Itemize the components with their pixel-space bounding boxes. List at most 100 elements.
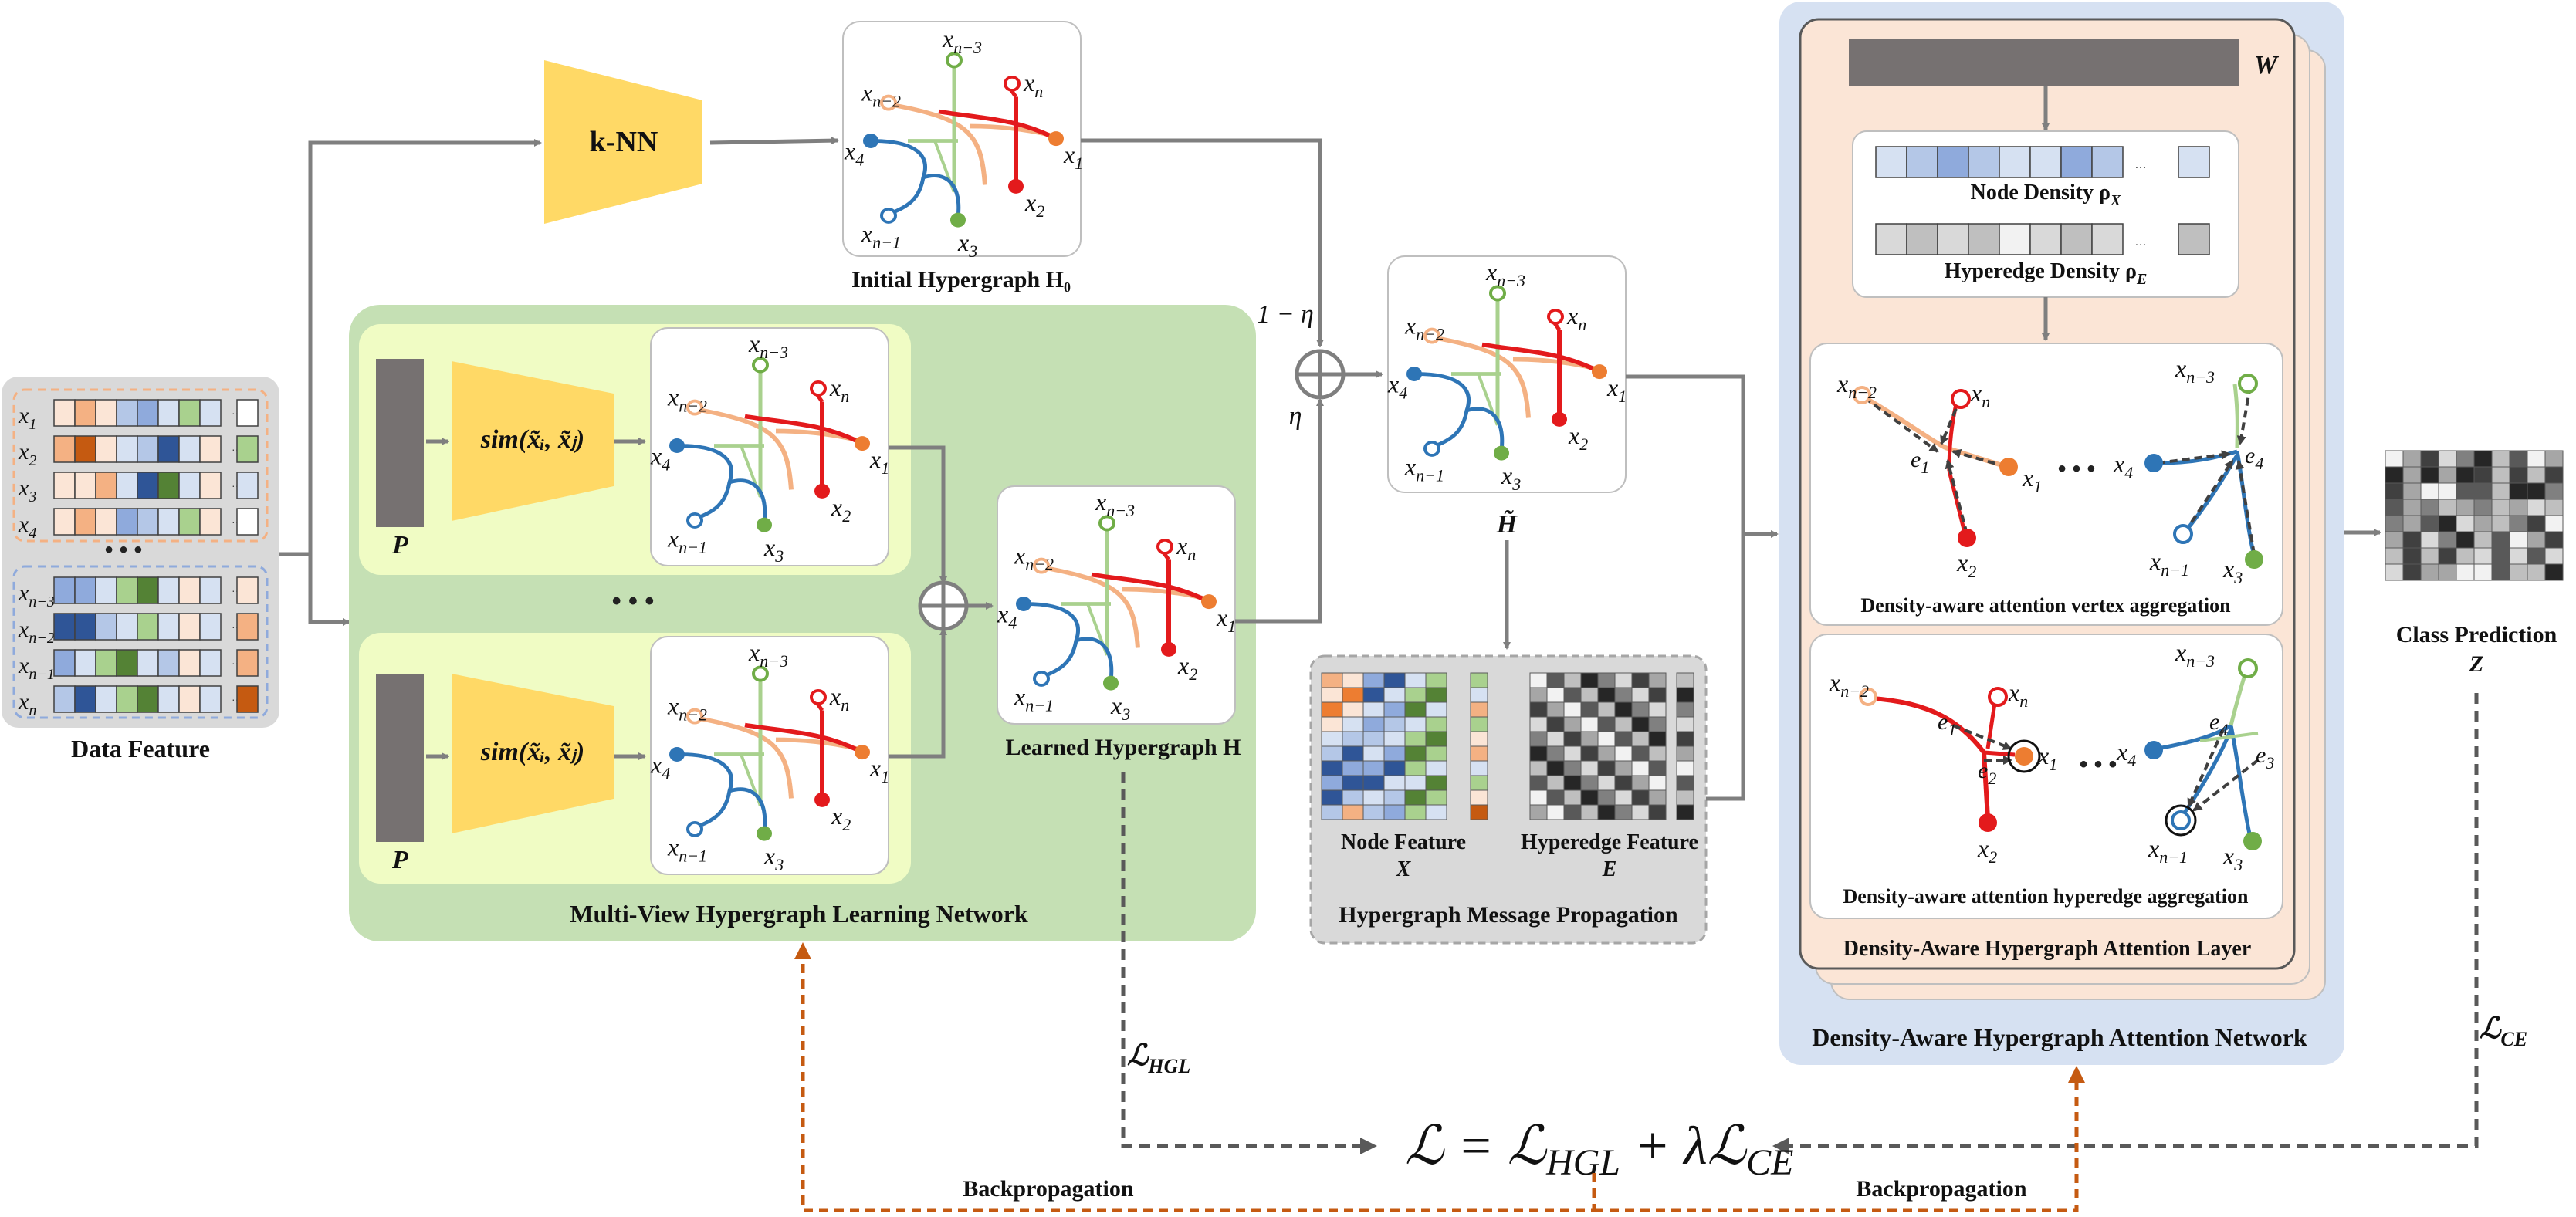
hyperedge-feature-cell xyxy=(1580,716,1599,732)
data-cell xyxy=(137,399,159,427)
hyperedge-agg-ellipsis: • • • xyxy=(2080,752,2117,777)
node-feature-cell xyxy=(1362,731,1385,747)
hyperedge-feature-cell xyxy=(1648,775,1667,791)
data-feature-panel: x1··x2··x3··x4··xn−3··xn−2··xn−1··xn·· •… xyxy=(2,377,279,762)
hyperedge-feature-cell xyxy=(1648,687,1667,703)
hyperedge-feature-cell xyxy=(1529,731,1548,747)
class-pred-cell xyxy=(2509,547,2528,565)
data-cell xyxy=(74,508,96,536)
hyperedge-feature-cell xyxy=(1563,731,1582,747)
hyperedge-feature-cell xyxy=(1580,672,1599,688)
node-density-sub: X xyxy=(2110,192,2121,209)
data-cell xyxy=(74,685,96,713)
svg-text:…: … xyxy=(2134,158,2147,171)
sim-label-1: sim(x̃ᵢ, x̃ⱼ) xyxy=(480,425,584,454)
node-label-x3: x3 xyxy=(763,533,784,566)
h-tilde-label: H̃ xyxy=(1496,510,1518,539)
hyperedge-feature-cell xyxy=(1580,701,1599,718)
data-cell xyxy=(157,435,180,463)
class-pred-cell xyxy=(2402,531,2422,549)
svg-text:··: ·· xyxy=(232,407,239,419)
svg-text:··: ·· xyxy=(232,584,239,597)
data-cell xyxy=(157,508,180,536)
class-pred-cell xyxy=(2385,466,2404,484)
class-pred-cell xyxy=(2491,482,2510,500)
node-feature-cell xyxy=(1321,672,1343,688)
class-pred-cell xyxy=(2544,499,2564,516)
p-label-2: P xyxy=(391,846,408,874)
class-pred-cell xyxy=(2385,563,2404,581)
class-pred-cell xyxy=(2385,531,2404,549)
hyperedge-feature-cell xyxy=(1676,775,1694,791)
class-pred-cell xyxy=(2544,450,2564,468)
data-cell xyxy=(95,576,117,604)
hyperedge-feature-cell xyxy=(1580,775,1599,791)
data-cell xyxy=(116,649,138,677)
hyperedge-feature-cell xyxy=(1631,731,1650,747)
node-feature-cell xyxy=(1342,760,1364,776)
node-feature-cell xyxy=(1470,716,1488,732)
hyperedge-feature-cell xyxy=(1546,775,1565,791)
class-pred-cell xyxy=(2438,499,2457,516)
node-feature-cell xyxy=(1425,687,1447,703)
class-pred-cell xyxy=(2527,547,2546,565)
hyperedge-feature-cell xyxy=(1614,804,1633,820)
data-feature-label: Data Feature xyxy=(71,735,210,762)
hyperedge-feature-cell xyxy=(1676,701,1694,718)
data-cell xyxy=(116,576,138,604)
node-feature-cell xyxy=(1383,672,1406,688)
hyperedge-feature-cell xyxy=(1529,789,1548,806)
data-cell xyxy=(157,576,180,604)
arrow-h-to-sum xyxy=(1235,398,1324,624)
class-pred-cell xyxy=(2509,531,2528,549)
data-cell xyxy=(157,613,180,641)
hyperedge-feature-cell xyxy=(1563,701,1582,718)
node-label-xn: xn xyxy=(1023,69,1043,101)
node-feature-cell xyxy=(1321,745,1343,762)
hyperedge-agg-right: x4 xn−1 x3 xn−3 e4 e3 xyxy=(2116,638,2274,874)
hyperedge-feature-cell xyxy=(1563,760,1582,776)
hyperedge-feature-cell xyxy=(1563,775,1582,791)
node-label-xn3: xn−3 xyxy=(748,638,788,671)
class-pred-cell xyxy=(2544,466,2564,484)
class-pred-cell xyxy=(2456,466,2475,484)
class-pred-cell xyxy=(2473,499,2493,516)
hyperedge-feature-cell xyxy=(1563,716,1582,732)
hyperedge-feature-cell xyxy=(1580,804,1599,820)
class-pred-cell xyxy=(2385,499,2404,516)
node-feature-cell xyxy=(1321,701,1343,718)
class-pred-cell xyxy=(2491,466,2510,484)
hyperedge-feature-cell xyxy=(1648,731,1667,747)
vertex-agg-label: Density-aware attention vertex aggregati… xyxy=(1860,594,2231,617)
data-cell xyxy=(199,685,222,713)
class-pred-cell xyxy=(2473,563,2493,581)
node-feature-sym: X xyxy=(1396,857,1412,881)
hmp-label: Hypergraph Message Propagation xyxy=(1339,902,1678,928)
hyperedge-feature-cell xyxy=(1614,687,1633,703)
class-pred-cell xyxy=(2420,547,2439,565)
hyperedge-feature-cell xyxy=(1546,804,1565,820)
hyperedge-feature-cell xyxy=(1546,760,1565,776)
svg-text:x4: x4 xyxy=(2113,450,2133,482)
class-pred-cell xyxy=(2456,547,2475,565)
initial-hypergraph-label: Initial Hypergraph H₀ xyxy=(851,267,1071,292)
hyperedge-feature-cell xyxy=(1546,745,1565,762)
svg-text:··: ·· xyxy=(232,516,239,528)
eta-combination: 1 − η η xyxy=(1257,300,1383,431)
hyperedge-feature-cell xyxy=(1631,789,1650,806)
data-cell xyxy=(53,435,76,463)
data-cell xyxy=(95,472,117,499)
hyperedge-feature-cell xyxy=(1580,789,1599,806)
hyperedge-feature-cell xyxy=(1631,804,1650,820)
node-density-cell xyxy=(2091,146,2124,178)
node-feature-cell xyxy=(1425,745,1447,762)
hyperedge-feature-cell xyxy=(1563,804,1582,820)
hyperedge-agg-label: Density-aware attention hyperedge aggreg… xyxy=(1843,885,2249,908)
class-pred-cell xyxy=(2509,515,2528,532)
node-feature-cell xyxy=(1342,731,1364,747)
loss-ce-sub: CE xyxy=(2500,1028,2527,1050)
node-density-cell xyxy=(1968,146,2000,178)
node-feature-cell xyxy=(1383,775,1406,791)
hyperedge-feature-cell xyxy=(1676,789,1694,806)
